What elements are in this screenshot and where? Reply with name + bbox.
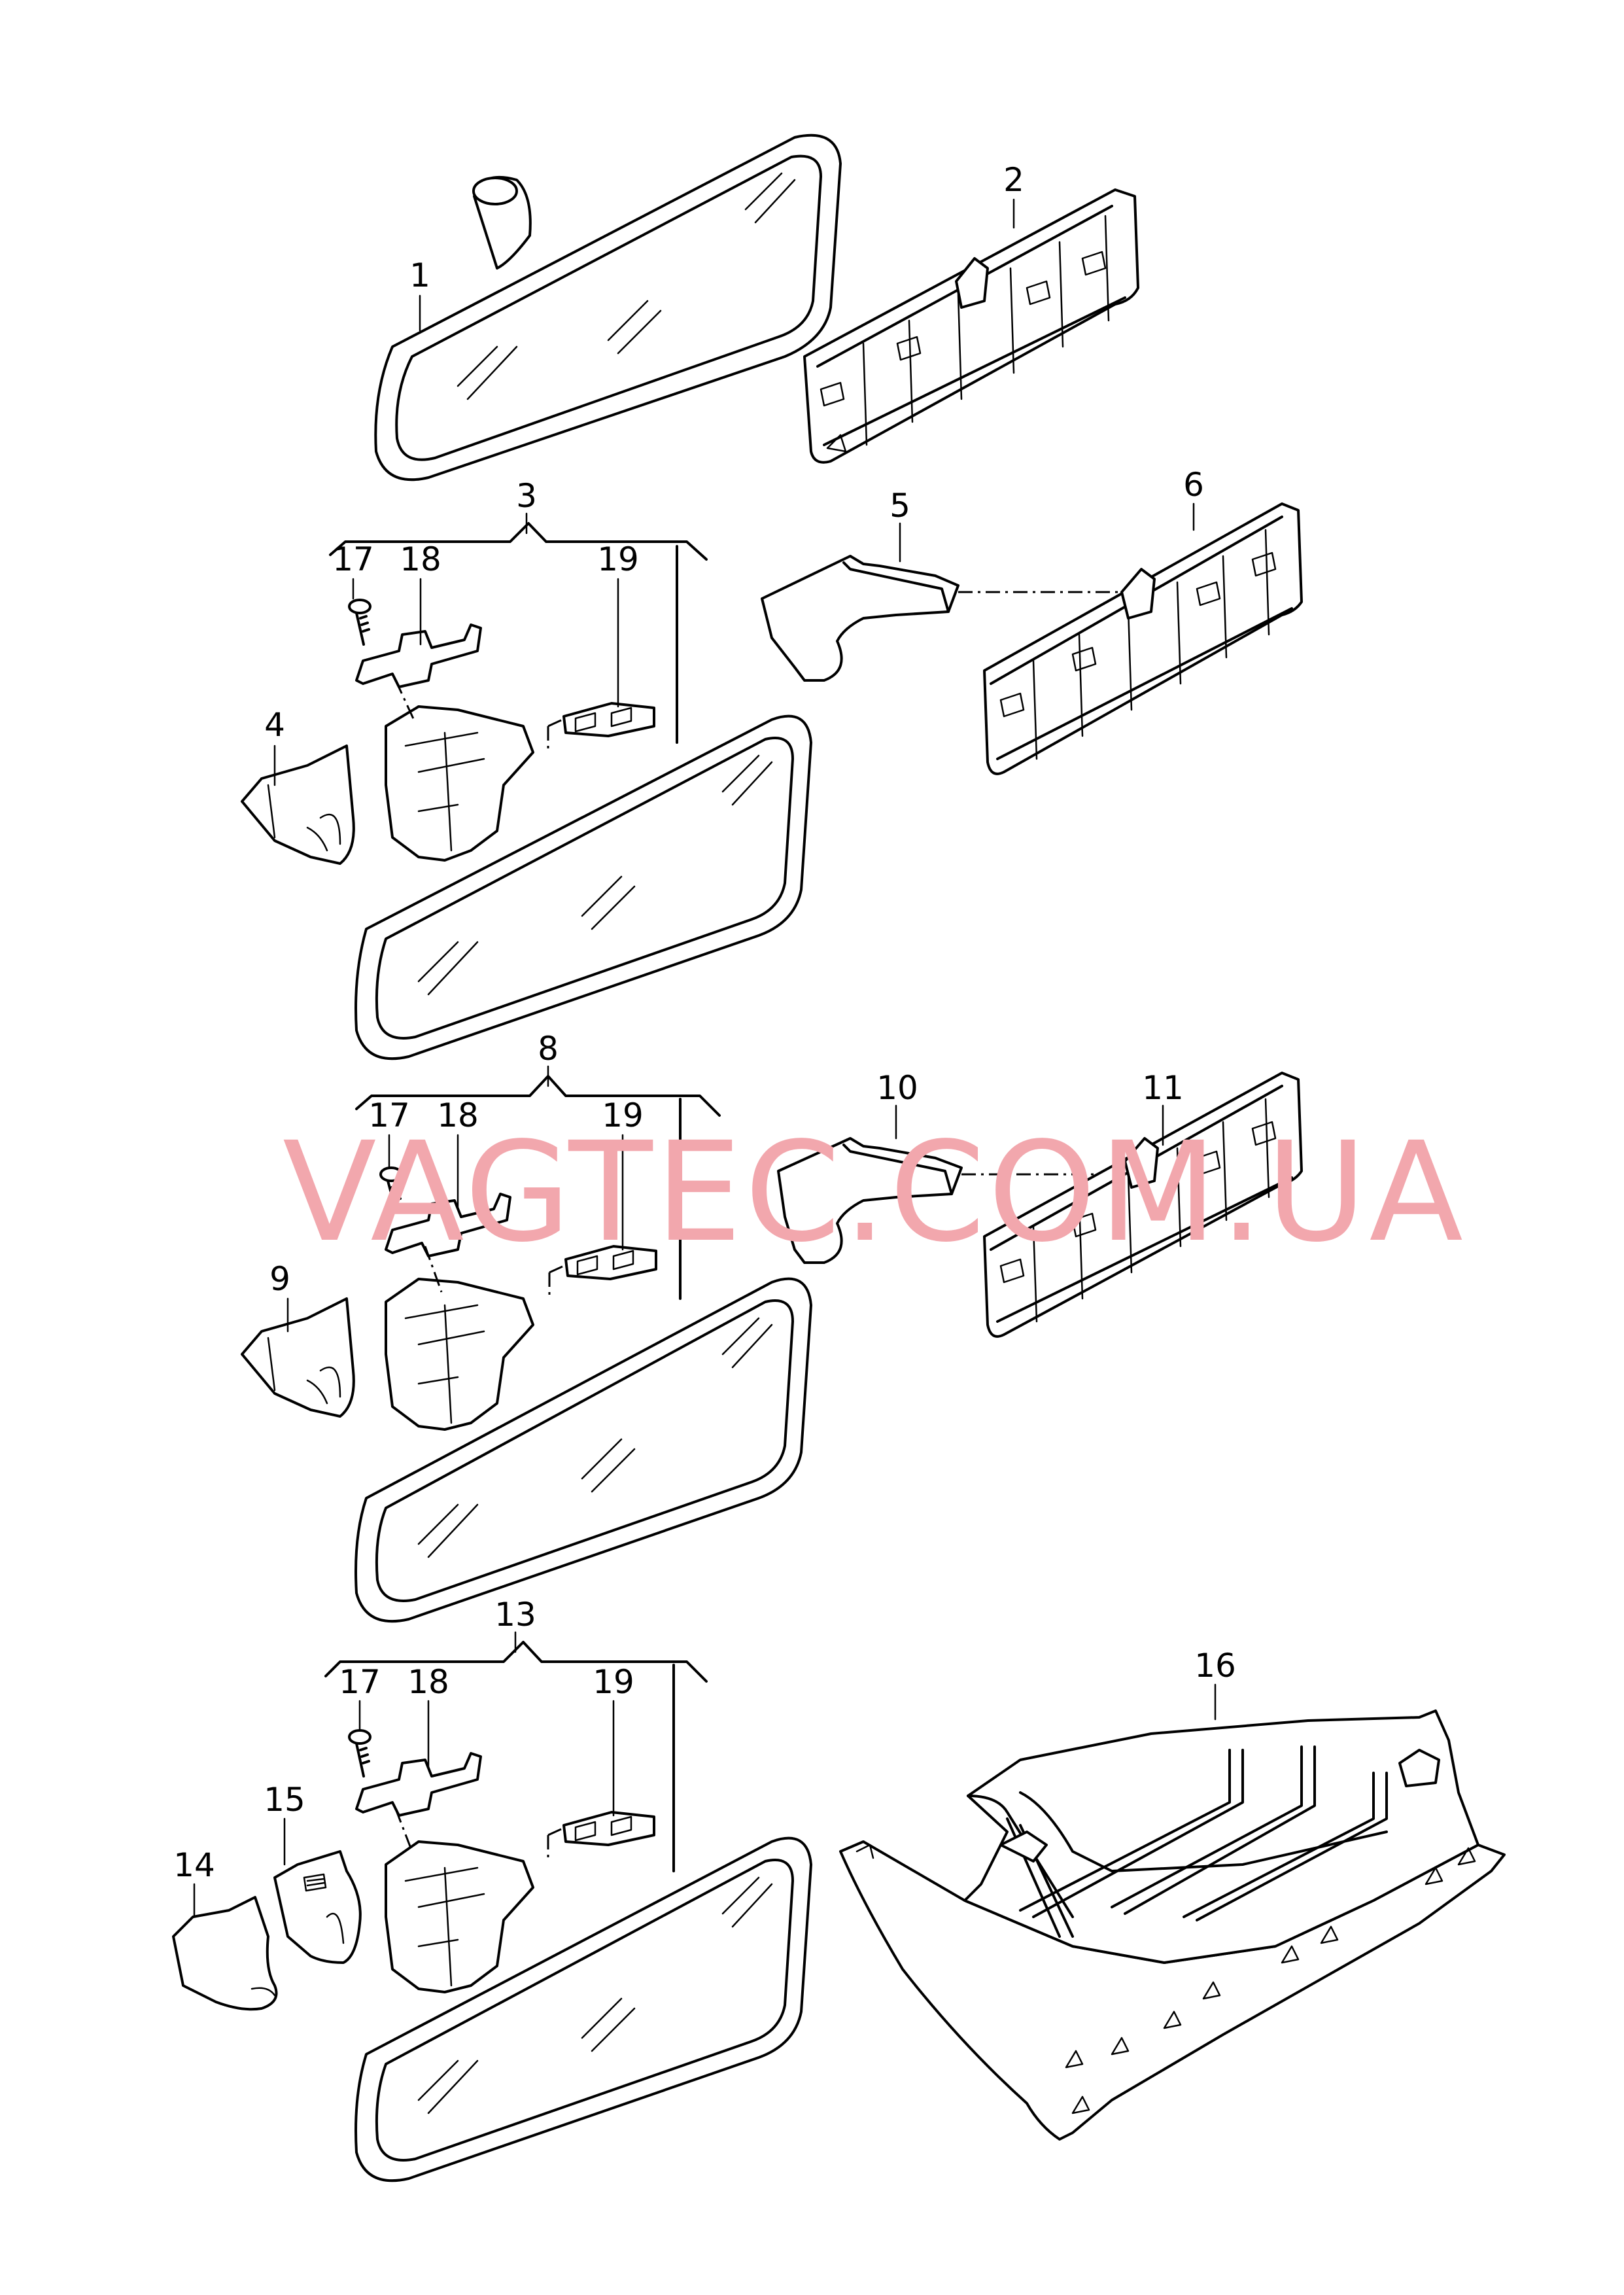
mirror-assembly-3[interactable] xyxy=(329,522,812,1060)
cover-part-14[interactable] xyxy=(172,1896,278,2011)
callout-labels: 1 2 3 4 5 6 17 18 19 8 9 10 11 17 18 19 … xyxy=(173,161,1236,1884)
callout-17-c: 17 xyxy=(339,1663,381,1701)
callout-1: 1 xyxy=(409,256,430,294)
housing-part-16[interactable] xyxy=(839,1709,1506,2141)
cover-part-9[interactable] xyxy=(241,1297,355,1418)
callout-4: 4 xyxy=(264,706,285,744)
trim-panel-part-2[interactable] xyxy=(803,188,1139,464)
callout-16: 16 xyxy=(1194,1647,1236,1685)
callout-14: 14 xyxy=(173,1846,215,1884)
callout-18-c: 18 xyxy=(407,1663,449,1701)
cover-part-4[interactable] xyxy=(241,745,355,865)
screw-part-17[interactable] xyxy=(348,1729,371,1778)
callout-19-c: 19 xyxy=(593,1663,634,1701)
callout-11: 11 xyxy=(1142,1069,1184,1107)
cover-part-15[interactable] xyxy=(273,1850,362,1964)
callout-17-b: 17 xyxy=(368,1096,410,1134)
callout-6: 6 xyxy=(1183,466,1204,504)
callout-13: 13 xyxy=(494,1596,536,1634)
callout-10: 10 xyxy=(876,1069,918,1107)
callout-18-a: 18 xyxy=(400,540,441,578)
callout-17-a: 17 xyxy=(332,540,374,578)
callout-5: 5 xyxy=(890,487,910,525)
trim-part-10[interactable] xyxy=(777,1137,1125,1264)
watermark: VAGTEC.COM.UA xyxy=(283,1112,1466,1272)
trim-part-5[interactable] xyxy=(761,555,1122,682)
callout-19-a: 19 xyxy=(597,540,639,578)
screw-part-17[interactable] xyxy=(348,599,371,646)
screw-part-17[interactable] xyxy=(379,1166,403,1212)
callout-3: 3 xyxy=(516,477,537,515)
trim-panel-part-11[interactable] xyxy=(983,1072,1303,1338)
callout-2: 2 xyxy=(1003,161,1024,199)
callout-19-b: 19 xyxy=(602,1096,644,1134)
callout-8: 8 xyxy=(538,1030,559,1068)
mirror-assembly-8[interactable] xyxy=(354,1075,812,1623)
callout-18-b: 18 xyxy=(437,1096,479,1134)
leader-lines xyxy=(193,198,1217,1918)
trim-panel-part-6[interactable] xyxy=(983,502,1303,775)
callout-9: 9 xyxy=(269,1260,290,1298)
mirror-assembly-13[interactable] xyxy=(324,1641,812,2182)
callout-15: 15 xyxy=(264,1781,305,1819)
mirror-part-1[interactable] xyxy=(374,133,842,482)
